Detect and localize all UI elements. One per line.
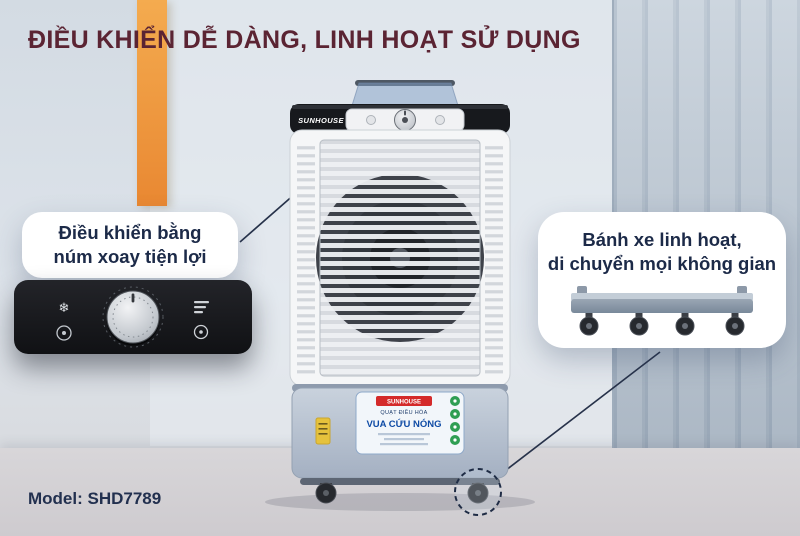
grille-louvers bbox=[320, 140, 480, 376]
wheel-left-hub bbox=[323, 490, 329, 496]
power-button-dot bbox=[62, 331, 66, 335]
base-bar bbox=[300, 478, 500, 485]
callout-knob-line1: Điều khiển bằng bbox=[58, 221, 202, 243]
air-cooler: SUNHOUSE bbox=[265, 80, 535, 511]
speed-bar-2 bbox=[194, 306, 206, 309]
badge-dot-2 bbox=[453, 412, 457, 416]
label-logo-text: SUNHOUSE bbox=[387, 400, 421, 406]
product-label: SUNHOUSE QUẠT ĐIỀU HÒA VUA CỨU NÓNG bbox=[355, 391, 465, 455]
wheel-base-graphic bbox=[571, 285, 753, 336]
snowflake-icon: ❄ bbox=[59, 300, 70, 315]
wheel-right-hub bbox=[475, 490, 481, 496]
knob-tick-ring bbox=[102, 286, 164, 348]
control-panel-graphic: ❄ bbox=[56, 286, 209, 348]
caster-3 bbox=[675, 312, 695, 336]
main-knob-pointer bbox=[404, 110, 406, 116]
callout-wheels-line2: di chuyển mọi không gian bbox=[547, 253, 777, 275]
label-plate bbox=[355, 391, 465, 455]
control-panel-closeup: ❄ bbox=[14, 280, 252, 354]
fan-icon-dot bbox=[199, 330, 203, 334]
model-label: Model: SHD7789 bbox=[28, 489, 162, 508]
wheel-right bbox=[467, 482, 489, 504]
callout-knob-line2: núm xoay tiện lợi bbox=[53, 246, 207, 267]
caster-2-hub bbox=[636, 322, 642, 329]
grille-frame bbox=[319, 139, 481, 377]
base-post-left bbox=[577, 285, 587, 295]
label-title: VUA CỨU NÓNG bbox=[366, 418, 441, 430]
callout-wheels-line1: Bánh xe linh hoạt, bbox=[582, 229, 742, 250]
connector-line-right bbox=[496, 351, 661, 478]
caster-2 bbox=[629, 312, 649, 336]
badge-dot-4 bbox=[453, 438, 457, 442]
callout-knob: Điều khiển bằng núm xoay tiện lợi bbox=[22, 212, 238, 278]
knob-grip-ring bbox=[112, 296, 154, 338]
wheel-highlight-circle bbox=[454, 468, 502, 516]
caster-3-hub bbox=[682, 322, 688, 329]
label-fine-print-2 bbox=[384, 438, 424, 441]
main-knob-center bbox=[402, 117, 408, 123]
label-subtitle: QUẠT ĐIỀU HÒA bbox=[380, 409, 427, 416]
sticker-line-1 bbox=[318, 423, 328, 425]
base-post-right bbox=[737, 285, 747, 295]
headline: ĐIỀU KHIỂN DỄ DÀNG, LINH HOẠT SỬ DỤNG bbox=[28, 26, 581, 54]
speed-icon bbox=[194, 301, 209, 314]
fan-icon-ring bbox=[193, 324, 209, 340]
speed-bar-3 bbox=[194, 311, 203, 314]
label-logo-badge bbox=[376, 396, 432, 406]
sticker-base bbox=[315, 417, 331, 445]
badge-dot-3 bbox=[453, 425, 457, 429]
sticker-line-2 bbox=[318, 428, 328, 430]
brand-logo-text: SUNHOUSE bbox=[298, 116, 344, 125]
wheel-left bbox=[315, 482, 337, 504]
sticker-line-3 bbox=[318, 433, 328, 435]
orange-accent-stripe bbox=[137, 0, 167, 206]
callout-wheels: Bánh xe linh hoạt, di chuyển mọi không g… bbox=[538, 212, 786, 348]
caster-4 bbox=[725, 312, 745, 336]
label-fine-print-1 bbox=[378, 433, 430, 436]
caster-1 bbox=[579, 312, 599, 336]
fan-icon bbox=[193, 324, 209, 340]
power-button-icon bbox=[56, 325, 72, 341]
side-louver-right bbox=[485, 142, 503, 374]
sub-knob-right bbox=[435, 115, 445, 125]
caster-1-hub bbox=[586, 322, 592, 329]
speed-bar-1 bbox=[194, 301, 209, 304]
label-fine-print-3 bbox=[380, 443, 428, 446]
side-louver-left bbox=[297, 142, 315, 374]
base-front-face bbox=[571, 298, 753, 313]
warning-sticker bbox=[315, 417, 331, 445]
rotary-knob bbox=[106, 290, 160, 344]
top-frame-highlight bbox=[292, 105, 508, 109]
sub-knob-left bbox=[366, 115, 376, 125]
badge-dot-1 bbox=[453, 399, 457, 403]
knob-pointer bbox=[131, 293, 135, 303]
caster-4-hub bbox=[732, 322, 738, 329]
